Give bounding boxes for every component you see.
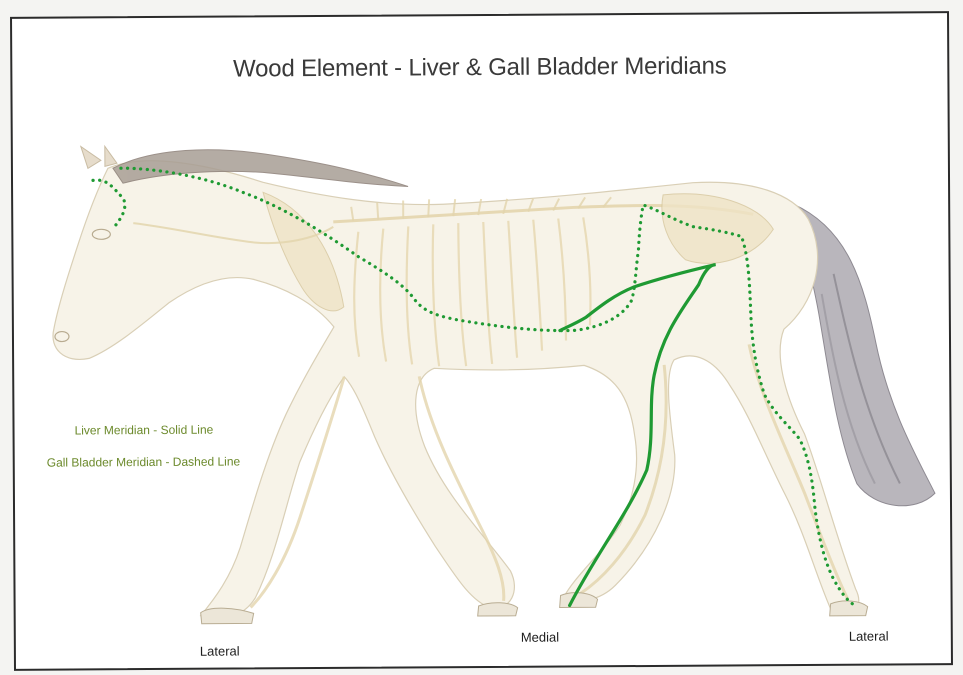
hind-lateral-label: Lateral [849, 629, 889, 644]
diagram-title: Wood Element - Liver & Gall Bladder Meri… [12, 51, 947, 85]
legend-gall-bladder-meridian: Gall Bladder Meridian - Dashed Line [47, 454, 241, 469]
medial-label: Medial [521, 630, 559, 645]
front-lateral-label: Lateral [200, 643, 240, 658]
horse-skeleton-illustration [12, 13, 951, 669]
legend-liver-meridian: Liver Meridian - Solid Line [74, 423, 213, 438]
diagram-card: Wood Element - Liver & Gall Bladder Meri… [10, 11, 953, 671]
